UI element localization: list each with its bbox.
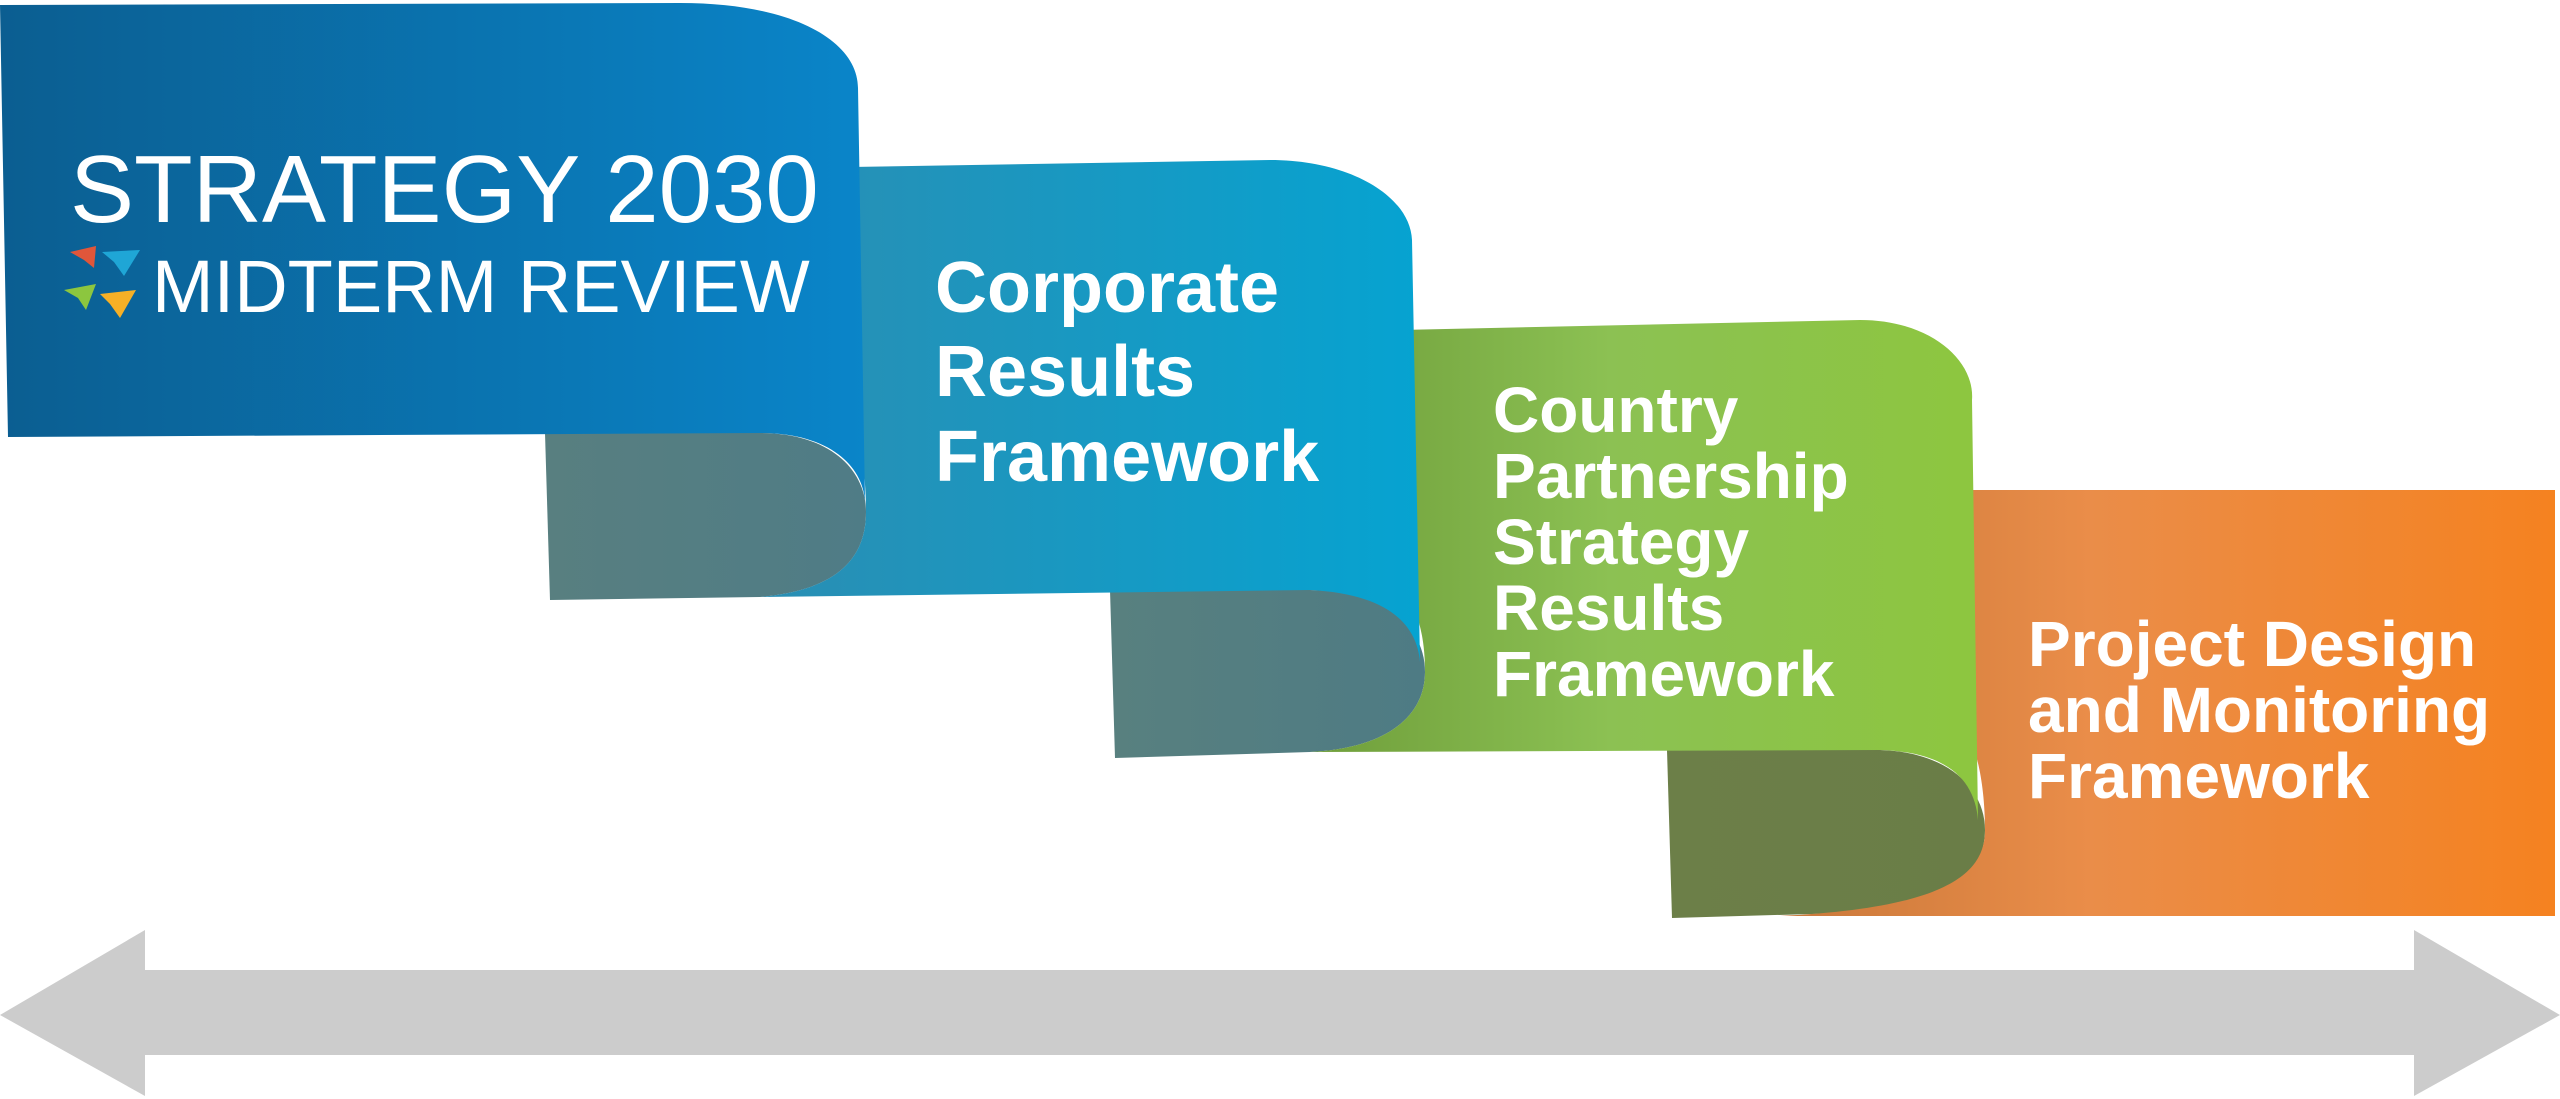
panel-country-line-3: Strategy — [1493, 506, 1750, 578]
panel-country-line-1: Country — [1493, 374, 1739, 446]
panel-country-line-2: Partnership — [1493, 440, 1849, 512]
double-arrow-icon — [0, 930, 2560, 1096]
panel-country-line-4: Results — [1493, 572, 1724, 644]
panel-title — [0, 3, 865, 500]
panel-country-line-5: Framework — [1493, 638, 1835, 710]
panel-project-line-1: Project Design — [2028, 608, 2476, 680]
panel-corporate-line-2: Results — [935, 332, 1195, 412]
title-line-2: MIDTERM REVIEW — [152, 245, 810, 328]
fold-1 — [545, 433, 866, 600]
panel-project-text: Project Design and Monitoring Framework — [2028, 608, 2490, 812]
fold-3 — [1667, 750, 1985, 918]
panel-project-line-2: and Monitoring — [2028, 674, 2490, 746]
logo-flags-icon — [64, 246, 140, 318]
panel-country — [1310, 320, 1978, 820]
panel-project-line-3: Framework — [2028, 740, 2370, 812]
fold-2 — [1110, 590, 1425, 758]
panel-corporate-line-3: Framework — [935, 417, 1320, 497]
panel-corporate-text: Corporate Results Framework — [935, 248, 1320, 497]
panel-corporate-line-1: Corporate — [935, 248, 1279, 328]
panel-country-text: Country Partnership Strategy Results Fra… — [1493, 374, 1849, 710]
title-line-1: STRATEGY 2030 — [70, 136, 819, 243]
panel-corporate — [760, 160, 1420, 662]
